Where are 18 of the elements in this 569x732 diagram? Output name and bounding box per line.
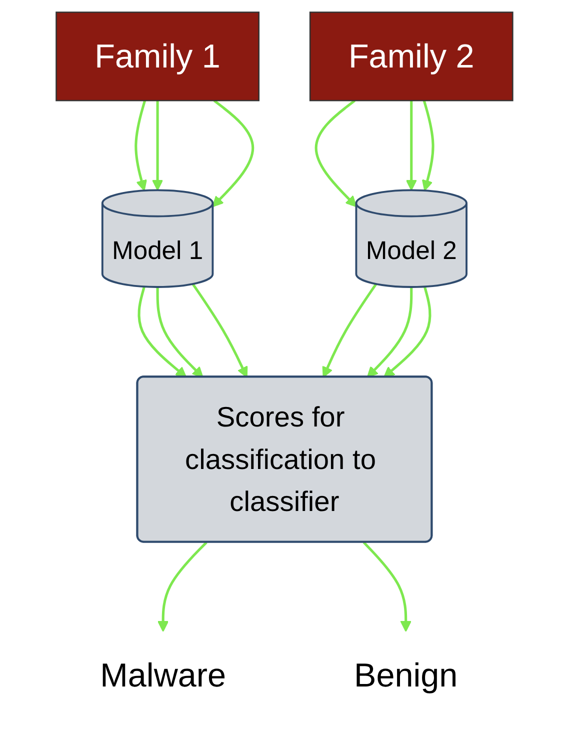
arrow (322, 283, 378, 378)
arrow (138, 286, 187, 378)
arrow (192, 283, 248, 378)
arrow (362, 542, 412, 632)
node-box: Family 2 (309, 12, 514, 102)
node-text: Malware (100, 656, 226, 694)
arrow (134, 100, 148, 192)
node-box: Family 1 (56, 12, 260, 102)
node-text: Benign (354, 656, 458, 694)
arrow (406, 100, 418, 191)
arrow (383, 286, 432, 378)
arrow (314, 100, 357, 208)
arrow (152, 100, 164, 191)
arrow (212, 100, 254, 208)
arrow (156, 287, 204, 378)
arrow (157, 542, 208, 632)
arrow (366, 287, 413, 378)
arrow (422, 100, 434, 192)
